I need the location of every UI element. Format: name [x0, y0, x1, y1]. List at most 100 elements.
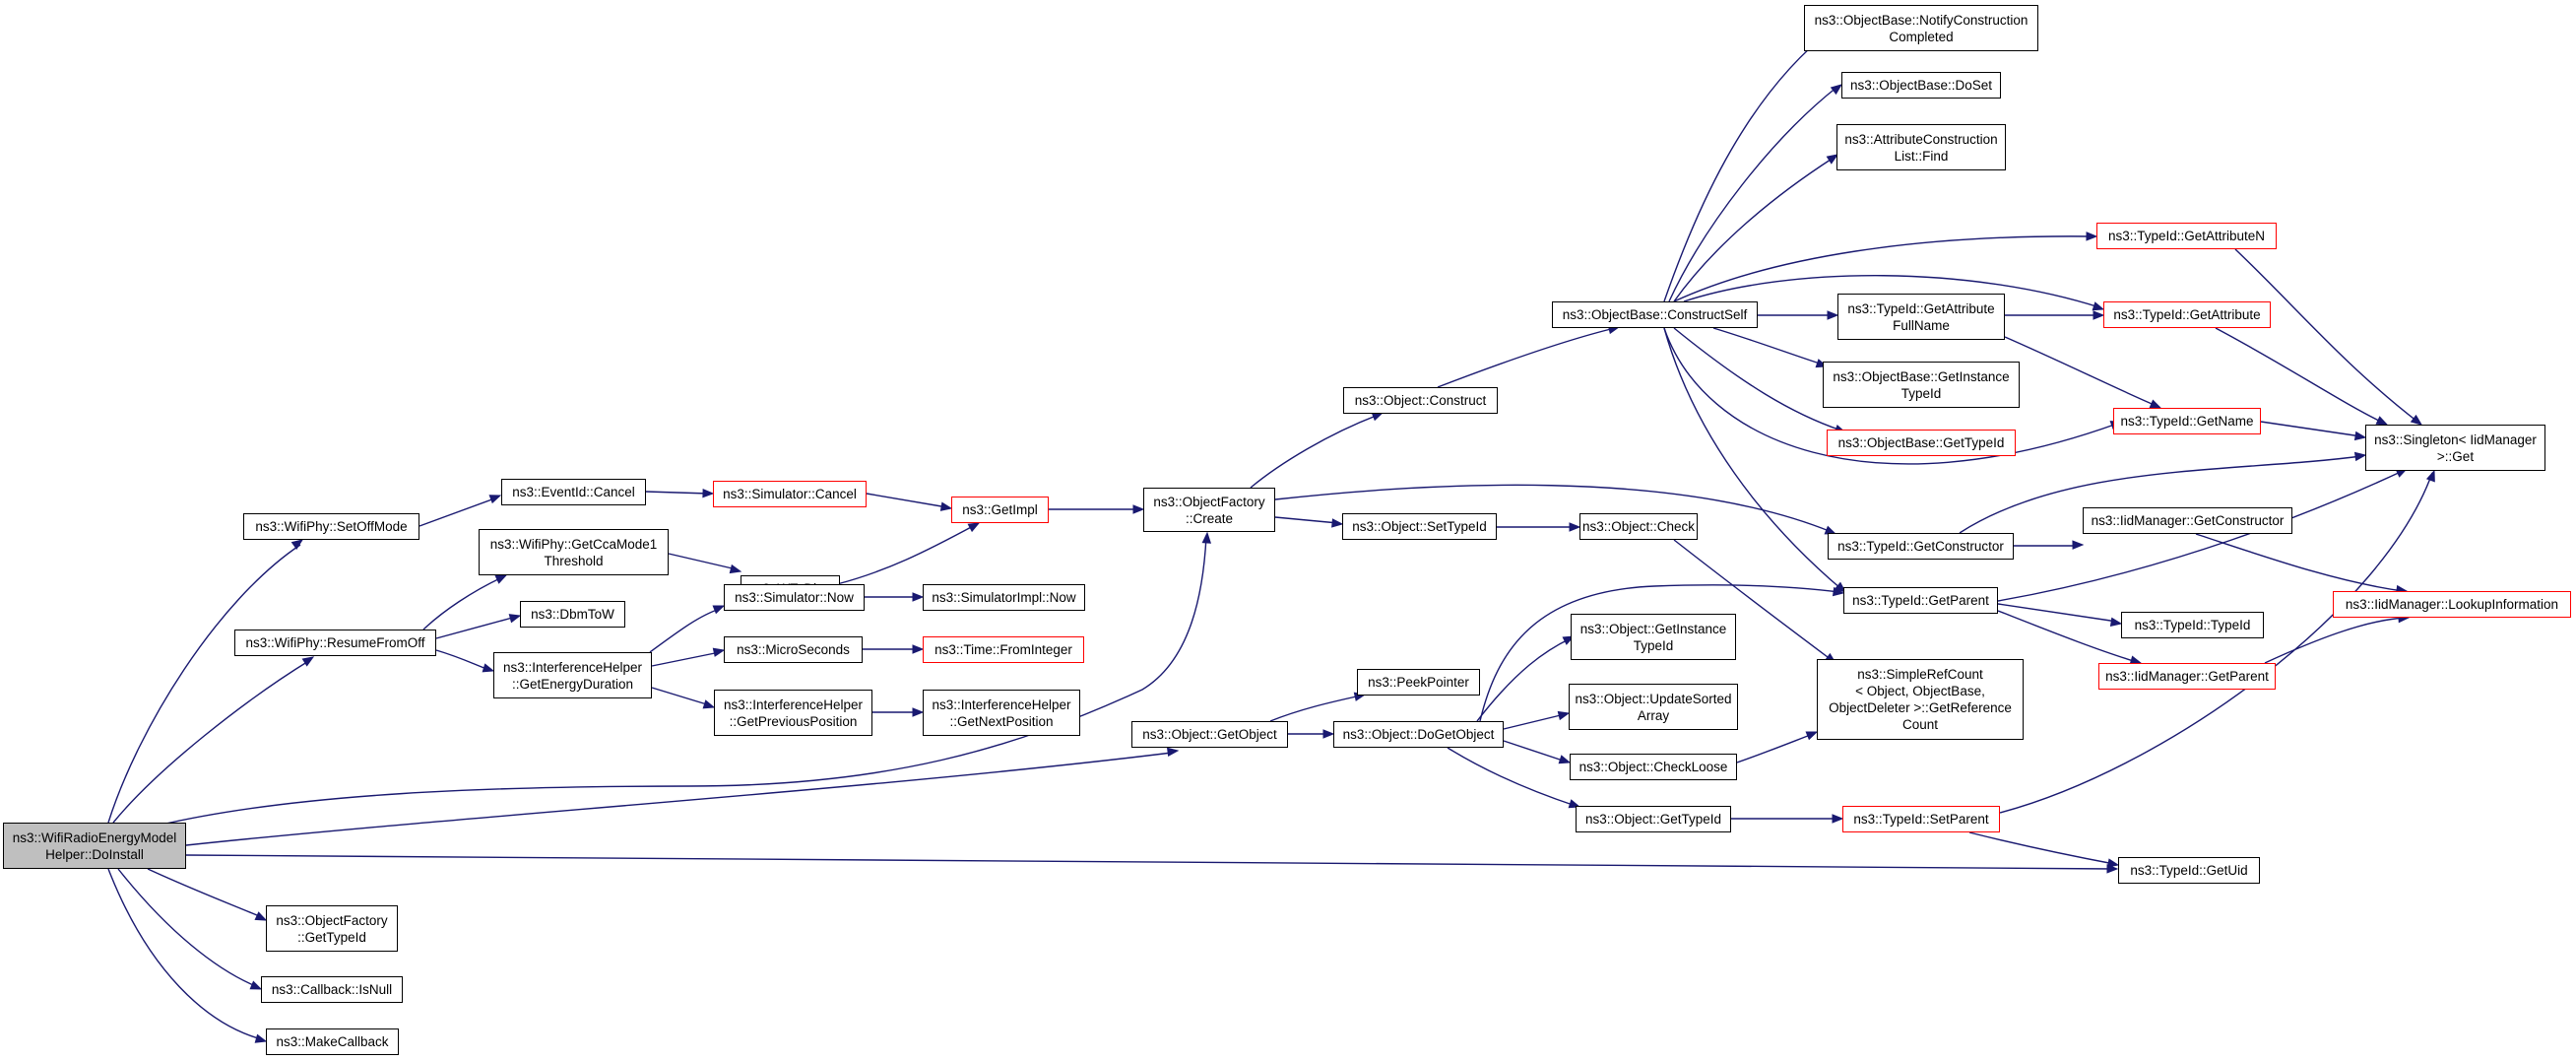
edge-getAttribute-to-singletonGet [2215, 327, 2384, 424]
arrowhead-fromInteger [912, 644, 925, 654]
node-getConstructor[interactable]: ns3::TypeId::GetConstructor [1828, 533, 2014, 560]
edge-root-to-factoryCreate [157, 536, 1207, 827]
arrowhead-getParent [1832, 586, 1845, 597]
node-prevPosition[interactable]: ns3::InterferenceHelper ::GetPreviousPos… [714, 690, 872, 736]
edge-factoryCreate-to-getConstructor [1274, 484, 1833, 533]
arrowhead-singletonGet [2425, 469, 2435, 483]
arrowhead-makeCallback [254, 1033, 268, 1043]
node-getAttributeN[interactable]: ns3::TypeId::GetAttributeN [2096, 223, 2277, 249]
arrowhead-wToDbm [729, 564, 742, 574]
node-notifyConstruction[interactable]: ns3::ObjectBase::NotifyConstruction Comp… [1804, 5, 2038, 51]
node-iidGetConstructor[interactable]: ns3::IidManager::GetConstructor [2083, 507, 2292, 534]
edge-objCheck-to-simpleRefCount [1673, 539, 1833, 661]
node-updateSorted[interactable]: ns3::Object::UpdateSorted Array [1569, 684, 1738, 730]
node-constructSelf[interactable]: ns3::ObjectBase::ConstructSelf [1552, 301, 1758, 328]
arrowhead-updateSorted [1557, 710, 1571, 721]
edge-resumeFromOff-to-energyDuration [435, 649, 490, 671]
arrowhead-factoryCreate [1201, 531, 1212, 544]
arrowhead-getAttributeN [2086, 232, 2098, 241]
node-iidGetParent[interactable]: ns3::IidManager::GetParent [2098, 663, 2276, 690]
node-root: ns3::WifiRadioEnergyModel Helper::DoInst… [3, 823, 186, 869]
arrowhead-simImplNow [912, 592, 925, 602]
node-typeIdSetParent[interactable]: ns3::TypeId::SetParent [1842, 806, 2000, 832]
arrowhead-getImpl [939, 501, 953, 511]
edge-root-to-callbackIsNull [117, 868, 259, 988]
node-factoryCreate[interactable]: ns3::ObjectFactory ::Create [1143, 488, 1275, 532]
node-factoryGetTypeId[interactable]: ns3::ObjectFactory ::GetTypeId [266, 905, 398, 952]
edge-getAttributeN-to-singletonGet [2234, 248, 2418, 423]
node-resumeFromOff[interactable]: ns3::WifiPhy::ResumeFromOff [234, 630, 436, 656]
node-callbackIsNull[interactable]: ns3::Callback::IsNull [261, 976, 403, 1003]
node-attrFullName[interactable]: ns3::TypeId::GetAttribute FullName [1837, 294, 2005, 340]
edge-checkLoose-to-simpleRefCount [1736, 733, 1814, 763]
node-doGetObject[interactable]: ns3::Object::DoGetObject [1333, 721, 1504, 748]
arrowhead-nextPosition [912, 707, 925, 717]
node-lookupInfo[interactable]: ns3::IidManager::LookupInformation [2333, 591, 2571, 618]
node-makeCallback[interactable]: ns3::MakeCallback [266, 1028, 399, 1055]
node-objConstruct[interactable]: ns3::Object::Construct [1343, 387, 1498, 414]
node-microSeconds[interactable]: ns3::MicroSeconds [724, 636, 863, 663]
node-eventCancel[interactable]: ns3::EventId::Cancel [501, 479, 646, 505]
edge-ccaMode1-to-wToDbm [668, 553, 738, 570]
node-peekPointer[interactable]: ns3::PeekPointer [1357, 669, 1480, 696]
edge-constructSelf-to-doSet [1668, 86, 1838, 302]
node-getAttribute[interactable]: ns3::TypeId::GetAttribute [2103, 301, 2271, 328]
node-objSetTypeId[interactable]: ns3::Object::SetTypeId [1342, 513, 1497, 540]
node-objInstanceTypeId[interactable]: ns3::Object::GetInstance TypeId [1571, 614, 1736, 660]
arrowhead-objConstruct [1371, 412, 1385, 422]
node-getImpl[interactable]: ns3::GetImpl [951, 497, 1049, 523]
arrowhead-simNow [712, 605, 726, 615]
node-doSet[interactable]: ns3::ObjectBase::DoSet [1841, 72, 2001, 99]
node-setOffMode[interactable]: ns3::WifiPhy::SetOffMode [243, 513, 419, 540]
node-ccaMode1[interactable]: ns3::WifiPhy::GetCcaMode1 Threshold [479, 529, 669, 575]
node-simNow[interactable]: ns3::Simulator::Now [724, 584, 865, 611]
arrowhead-simCancel [702, 488, 715, 498]
node-typeIdTypeId[interactable]: ns3::TypeId::TypeId [2121, 612, 2264, 638]
arrowhead-attrListFind [1826, 154, 1839, 165]
edge-constructSelf-to-baseGetTypeId [1673, 327, 1842, 431]
arrowhead-singletonGet [2410, 414, 2423, 426]
edge-getConstructor-to-singletonGet [1959, 455, 2362, 534]
arrowhead-getAttribute [2092, 301, 2105, 311]
node-dbmToW[interactable]: ns3::DbmToW [520, 601, 625, 628]
edge-doGetObject-to-objInstanceTypeId [1476, 637, 1572, 722]
arrowhead-objSetTypeId [1331, 518, 1344, 528]
node-baseGetTypeId[interactable]: ns3::ObjectBase::GetTypeId [1827, 430, 2016, 456]
arrowhead-iidGetConstructor [2072, 540, 2085, 550]
node-getParent[interactable]: ns3::TypeId::GetParent [1843, 587, 1998, 614]
arrowhead-getParent [1834, 581, 1847, 593]
node-objGetTypeId[interactable]: ns3::Object::GetTypeId [1576, 806, 1731, 832]
edge-doGetObject-to-objGetTypeId [1447, 747, 1577, 807]
arrowhead-singletonGet [2353, 451, 2367, 462]
node-simImplNow[interactable]: ns3::SimulatorImpl::Now [923, 584, 1085, 611]
node-simpleRefCount[interactable]: ns3::SimpleRefCount < Object, ObjectBase… [1817, 659, 2024, 740]
node-simCancel[interactable]: ns3::Simulator::Cancel [713, 481, 867, 507]
arrowhead-getName [2149, 399, 2162, 409]
edge-constructSelf-to-baseInstanceTypeId [1712, 327, 1824, 365]
arrowhead-doGetObject [1322, 729, 1335, 739]
node-getObject[interactable]: ns3::Object::GetObject [1131, 721, 1288, 748]
arrowhead-getAttribute [2093, 310, 2105, 320]
node-nextPosition[interactable]: ns3::InterferenceHelper ::GetNextPositio… [923, 690, 1080, 736]
edge-iidGetParent-to-lookupInfo [2264, 617, 2406, 664]
edge-constructSelf-to-getName [1663, 327, 2118, 465]
edge-energyDuration-to-simNow [649, 608, 721, 653]
node-fromInteger[interactable]: ns3::Time::FromInteger [923, 636, 1084, 663]
edge-constructSelf-to-getAttributeN [1673, 235, 2093, 302]
node-getName[interactable]: ns3::TypeId::GetName [2113, 408, 2261, 434]
node-attrListFind[interactable]: ns3::AttributeConstruction List::Find [1836, 124, 2006, 170]
node-objCheck[interactable]: ns3::Object::Check [1579, 513, 1698, 540]
node-baseInstanceTypeId[interactable]: ns3::ObjectBase::GetInstance TypeId [1823, 362, 2020, 408]
node-getUid[interactable]: ns3::TypeId::GetUid [2118, 857, 2260, 884]
edge-simNow-to-getImpl [836, 524, 976, 585]
node-singletonGet[interactable]: ns3::Singleton< IidManager >::Get [2365, 425, 2545, 471]
arrowhead-microSeconds [712, 647, 726, 657]
edge-setOffMode-to-eventCancel [419, 497, 498, 527]
node-energyDuration[interactable]: ns3::InterferenceHelper ::GetEnergyDurat… [493, 652, 652, 698]
arrowhead-getUid [2106, 858, 2120, 868]
edge-root-to-resumeFromOff [112, 659, 311, 824]
node-checkLoose[interactable]: ns3::Object::CheckLoose [1570, 754, 1737, 780]
edge-simCancel-to-getImpl [866, 493, 948, 508]
edge-resumeFromOff-to-dbmToW [435, 616, 517, 639]
arrowhead-checkLoose [1558, 755, 1572, 764]
